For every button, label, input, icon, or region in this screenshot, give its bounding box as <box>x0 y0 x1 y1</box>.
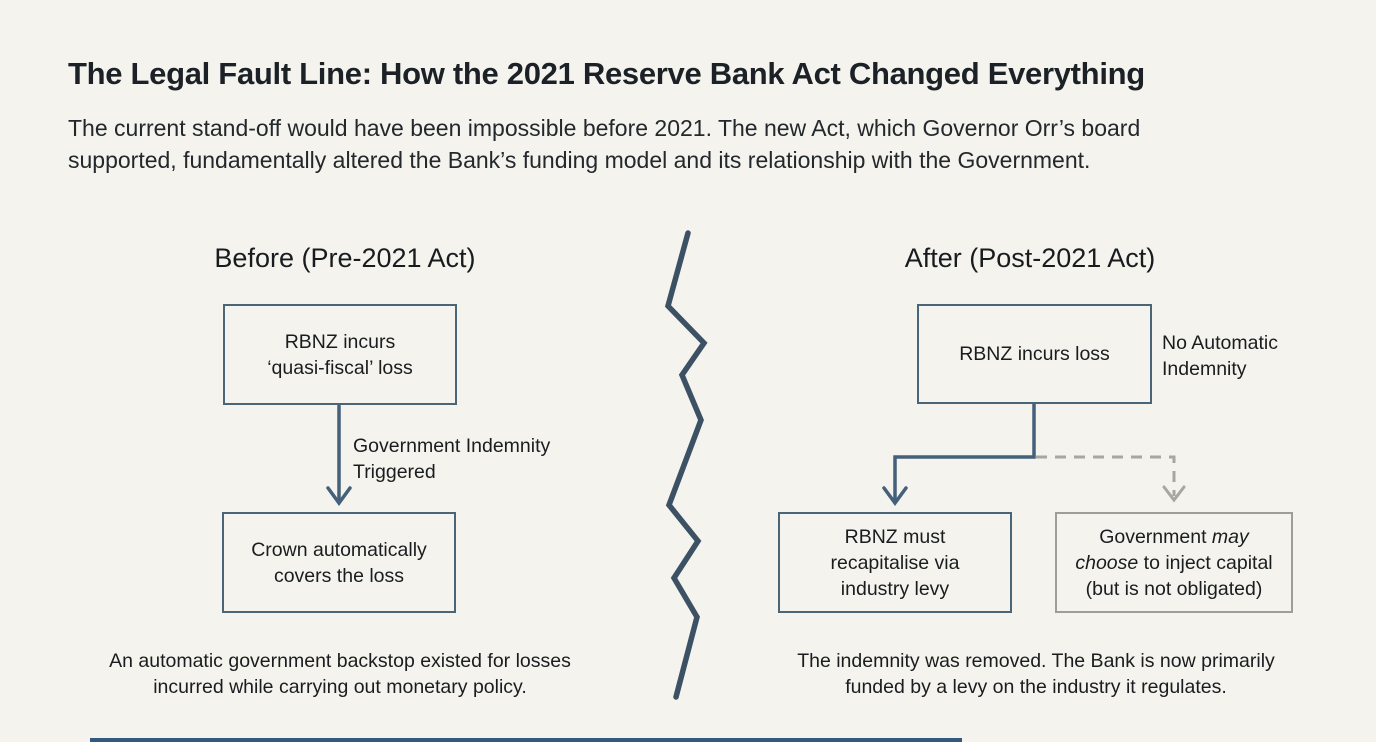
after-loss-box: RBNZ incurs loss <box>917 304 1152 404</box>
page-subtitle: The current stand-off would have been im… <box>68 115 1141 173</box>
branch-connector-solid <box>882 402 1036 506</box>
after-levy-box: RBNZ must recapitalise via industry levy <box>778 512 1012 613</box>
page-title: The Legal Fault Line: How the 2021 Reser… <box>68 56 1145 91</box>
before-crown-box: Crown automatically covers the loss <box>222 512 456 613</box>
after-caption: The indemnity was removed. The Bank is n… <box>797 650 1275 698</box>
bottom-accent-bar <box>90 738 962 742</box>
branch-connector-dashed <box>1036 455 1186 503</box>
before-loss-box: RBNZ incurs ‘quasi-fiscal’ loss <box>223 304 457 405</box>
before-caption: An automatic government backstop existed… <box>109 650 571 698</box>
down-arrow-before <box>326 404 352 506</box>
after-government-box: Government may choose to inject capital … <box>1055 512 1293 613</box>
before-heading: Before (Pre-2021 Act) <box>214 243 476 273</box>
no-indemnity-note: No Automatic Indemnity <box>1162 332 1278 380</box>
indemnity-arrow-label: Government Indemnity Triggered <box>353 435 551 483</box>
fault-line-zigzag <box>664 230 708 700</box>
after-heading: After (Post-2021 Act) <box>904 243 1156 273</box>
government-box-text: Government may choose to inject capital … <box>1075 525 1273 600</box>
